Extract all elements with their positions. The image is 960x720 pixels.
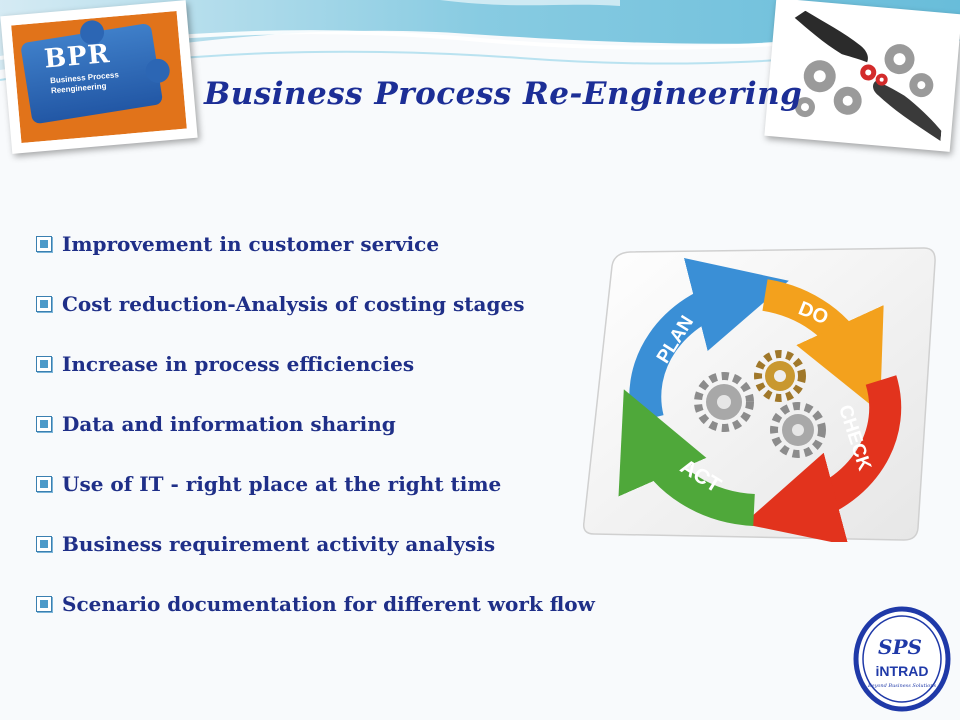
bpr-puzzle-image: BPR Business Process Reengineering [0,0,198,154]
bullet-text: Use of IT - right place at the right tim… [62,472,502,496]
logo-tagline: Beyond Business Solutions [867,683,937,689]
bullet-item: Cost reduction-Analysis of costing stage… [34,286,595,346]
square-bullet-icon [36,536,52,552]
logo-name: iNTRAD [876,663,929,679]
bullet-text: Data and information sharing [62,412,396,436]
bullet-text: Cost reduction-Analysis of costing stage… [62,292,525,316]
bullet-item: Improvement in customer service [34,226,595,286]
bpr-image-heading: BPR [42,38,112,75]
hands-gears-image [764,0,960,152]
bullet-text: Business requirement activity analysis [62,532,496,556]
hands-gears-illustration [794,10,942,142]
slide-title: Business Process Re-Engineering [204,76,803,112]
square-bullet-icon [36,596,52,612]
check-arrow [743,375,902,542]
act-arrow [618,389,756,526]
bullet-item: Scenario documentation for different wor… [34,586,595,646]
sps-intrad-logo: SPS iNTRAD Beyond Business Solutions [853,606,951,712]
do-arrow [762,279,884,413]
square-bullet-icon [36,296,52,312]
bullet-text: Scenario documentation for different wor… [62,592,595,616]
logo-mark: SPS [878,635,922,659]
bullet-item: Business requirement activity analysis [34,526,595,586]
pdca-cycle-graphic: PLAN DO CHECK ACT [582,247,936,542]
square-bullet-icon [36,416,52,432]
gears-icon [694,350,826,458]
square-bullet-icon [36,236,52,252]
bullet-item: Data and information sharing [34,406,595,466]
bullet-item: Use of IT - right place at the right tim… [34,466,595,526]
square-bullet-icon [36,356,52,372]
bullet-list: Improvement in customer service Cost red… [34,226,595,646]
bullet-item: Increase in process efficiencies [34,346,595,406]
square-bullet-icon [36,476,52,492]
bullet-text: Improvement in customer service [62,232,440,256]
bullet-text: Increase in process efficiencies [62,352,415,376]
